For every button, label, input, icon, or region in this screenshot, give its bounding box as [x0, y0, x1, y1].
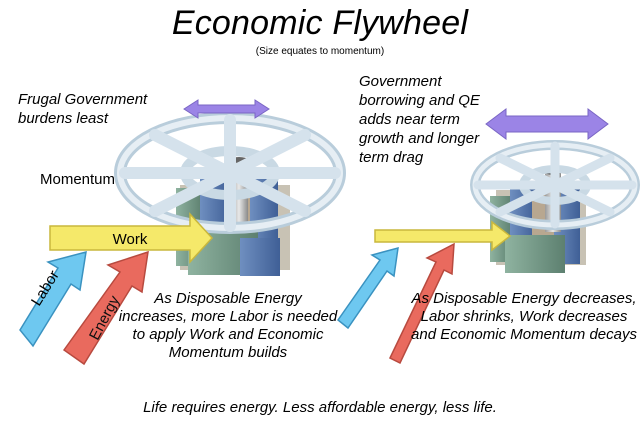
right-momentum-arrow [485, 108, 609, 140]
left-flywheel [114, 112, 346, 234]
subtitle: (Size equates to momentum) [255, 46, 385, 57]
work-arrow [49, 212, 214, 264]
labor-arrow [19, 250, 87, 348]
government-borrowing-note: Government borrowing and QE adds near te… [359, 73, 480, 166]
right-work-arrow [374, 220, 512, 252]
right-energy-arrow [389, 242, 455, 365]
right-labor-arrow [336, 246, 399, 330]
page-title: Economic Flywheel [171, 4, 469, 42]
right-flywheel [470, 140, 640, 230]
left-momentum-arrow [183, 99, 270, 119]
momentum-label: Momentum [40, 171, 116, 188]
left-caption: As Disposable Energy increases, more Lab… [118, 290, 338, 361]
frugal-government-note: Frugal Government burdens least [18, 91, 148, 127]
energy-arrow [62, 250, 149, 366]
work-label: Work [112, 231, 148, 248]
right-caption: As Disposable Energy decreases, Labor sh… [411, 290, 637, 343]
footer-note: Life requires energy. Less affordable en… [143, 399, 497, 416]
